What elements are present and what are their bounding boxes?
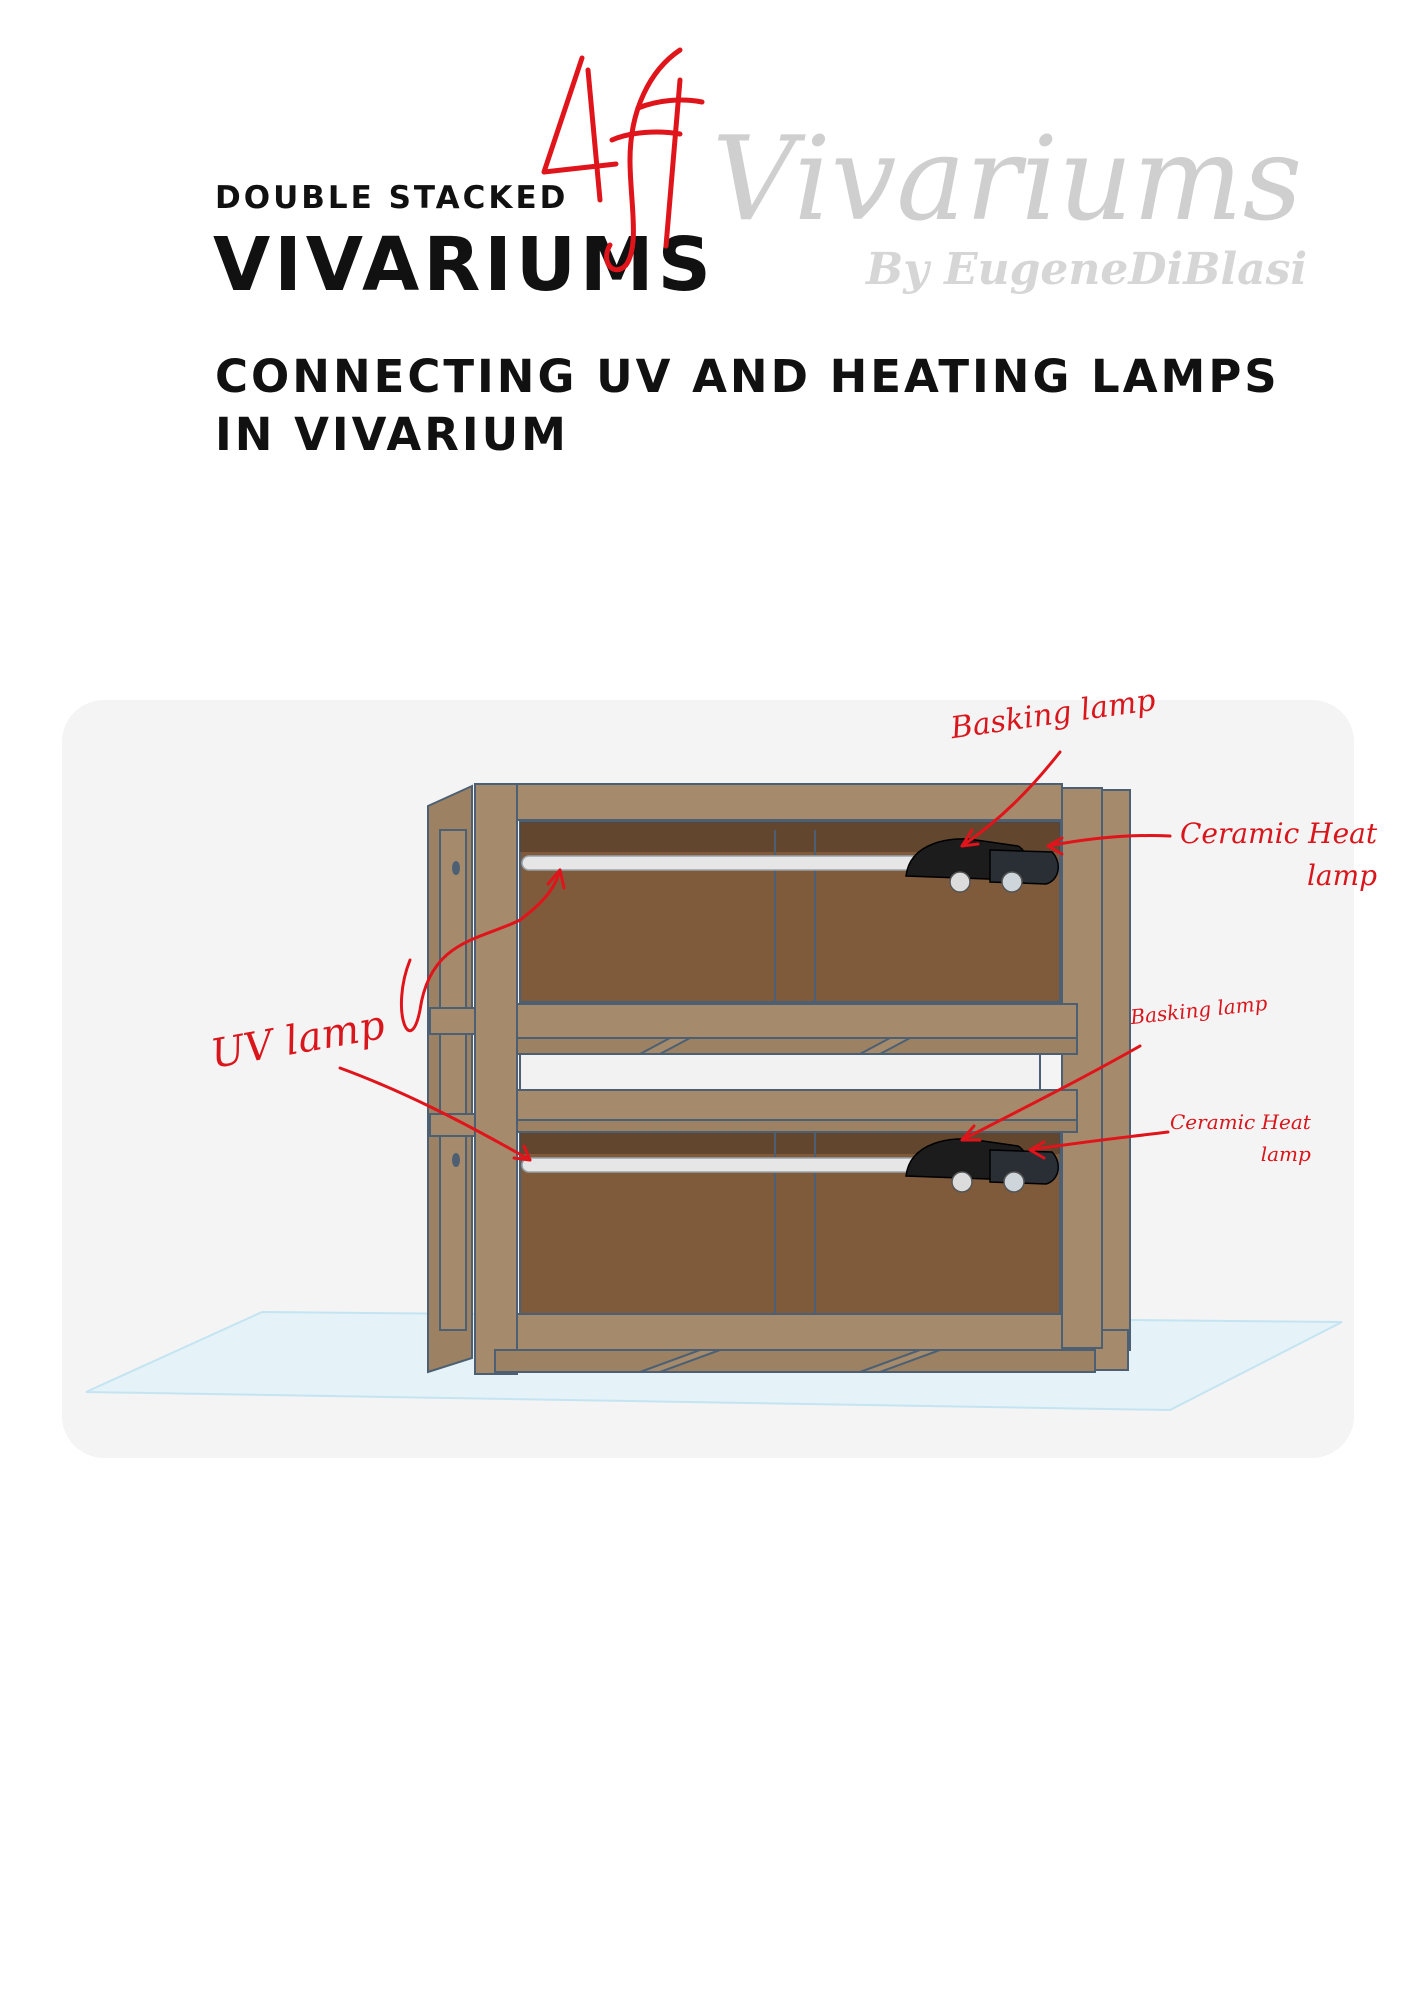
arrow-uv-lower	[338, 1066, 532, 1162]
middle-gap	[519, 1053, 1041, 1091]
handwritten-4ft-mark: 4ft	[541, 47, 705, 273]
label-bottom-ceramic-line-1: Ceramic Heat	[1170, 1110, 1311, 1134]
arrow-bottom-basking	[960, 1044, 1142, 1142]
arrow-bottom-ceramic	[1028, 1130, 1170, 1152]
label-top-ceramic-line-2: lamp	[1306, 859, 1378, 892]
subtitle-line-1: CONNECTING UV AND HEATING LAMPS	[215, 350, 1280, 403]
label-bottom-ceramic-line-2: lamp	[1260, 1142, 1311, 1166]
brand-watermark: Vivariums	[712, 112, 1303, 247]
page-subtitle: CONNECTING UV AND HEATING LAMPS IN VIVAR…	[215, 348, 1280, 464]
upper-ceramic-heat-lamp	[989, 849, 1059, 893]
lower-uv-tube	[521, 1157, 923, 1173]
arrow-top-ceramic	[1046, 833, 1172, 848]
brand-byline: By EugeneDiBlasi	[866, 244, 1308, 295]
label-top-ceramic-heat-lamp: Ceramic Heat lamp	[1180, 820, 1377, 890]
header-kicker: DOUBLE STACKED	[215, 180, 569, 216]
front-frame	[474, 783, 1103, 1375]
label-bottom-ceramic-heat-lamp: Ceramic Heat lamp	[1170, 1112, 1311, 1164]
left-side-frame	[427, 784, 477, 1374]
upper-uv-tube	[521, 855, 923, 871]
annotation-arrows	[338, 750, 1172, 1162]
lower-ceramic-heat-lamp	[989, 1149, 1059, 1193]
subtitle-line-2: IN VIVARIUM	[215, 408, 569, 461]
arrow-uv-upper	[399, 868, 562, 1033]
arrow-top-basking	[960, 750, 1062, 848]
label-top-ceramic-line-1: Ceramic Heat	[1180, 817, 1378, 850]
